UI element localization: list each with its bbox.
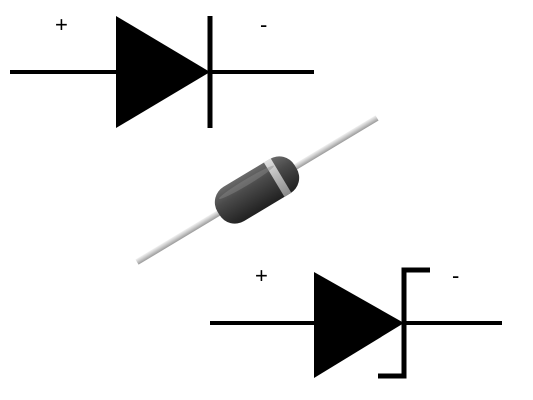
zener-anode-label: + (255, 263, 268, 288)
diode-lead-left (135, 202, 233, 265)
anode-label: + (55, 12, 68, 37)
diode-triangle (116, 16, 210, 128)
diode-body (214, 156, 300, 224)
cathode-label: - (260, 12, 267, 37)
cathode-band (263, 158, 292, 197)
diode-symbol: + - (10, 12, 314, 128)
zener-diode-symbol: + - (210, 263, 502, 379)
diode-component (135, 115, 379, 265)
diode-highlight (219, 165, 275, 199)
diode-lead-right (281, 115, 379, 178)
zener-cathode-label: - (452, 263, 459, 288)
zener-triangle (314, 272, 404, 378)
